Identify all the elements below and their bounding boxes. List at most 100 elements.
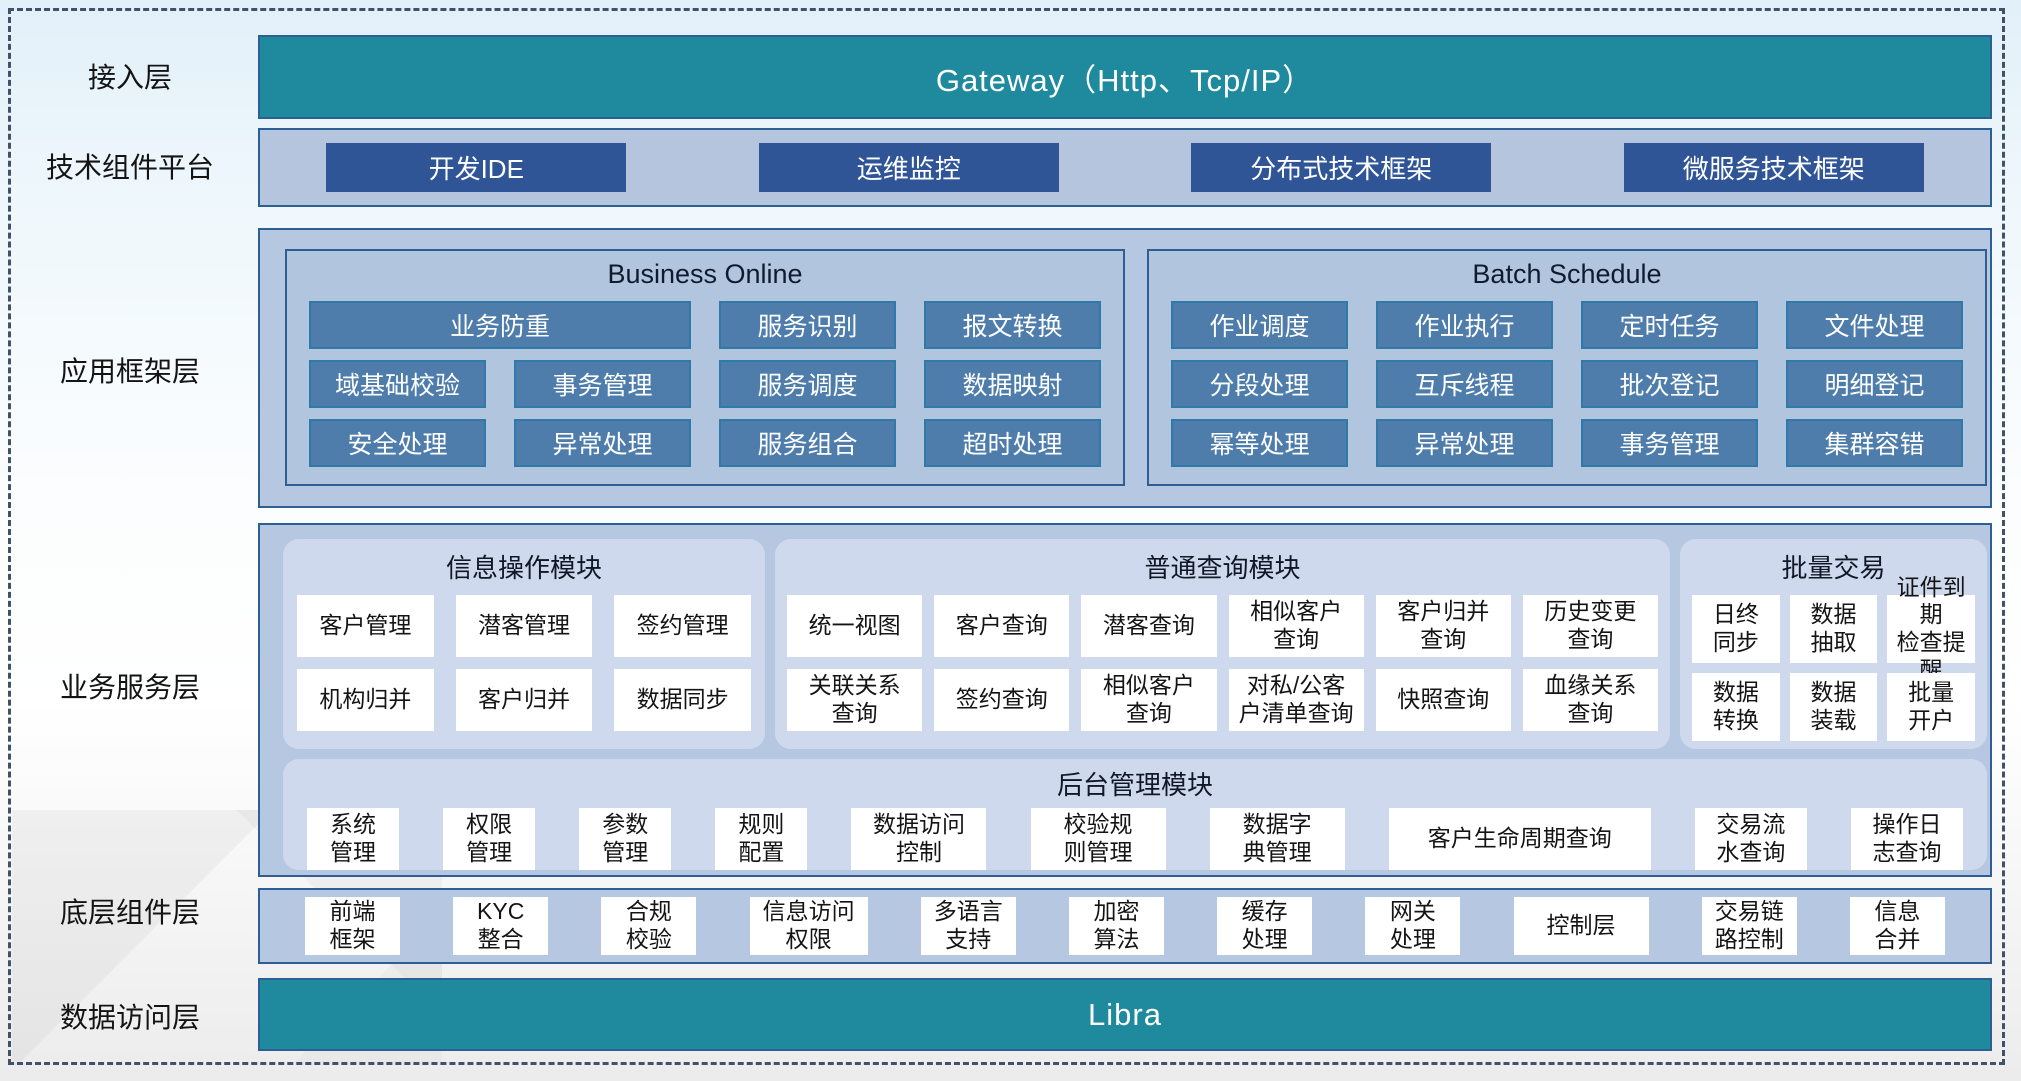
business-online-chip: 异常处理 <box>514 419 691 467</box>
admin-chip: 数据字 典管理 <box>1209 808 1345 870</box>
business-online-title: Business Online <box>607 259 803 289</box>
tech-platform-button: 运维监控 <box>758 143 1059 192</box>
common-query-module: 普通查询模块 统一视图客户查询潜客查询相似客户 查询客户归并 查询历史变更 查询… <box>775 539 1670 749</box>
business-online-grid: 业务防重服务识别报文转换域基础校验事务管理服务调度数据映射安全处理异常处理服务组… <box>287 299 1123 467</box>
common-query-chip: 潜客查询 <box>1081 595 1217 657</box>
common-query-chip: 签约查询 <box>934 669 1070 731</box>
business-online-chip: 域基础校验 <box>309 360 486 408</box>
common-query-chip: 相似客户 查询 <box>1228 595 1364 657</box>
admin-chip: 参数 管理 <box>579 808 672 870</box>
common-query-chip: 历史变更 查询 <box>1522 595 1658 657</box>
common-query-chip: 对私/公客 户清单查询 <box>1228 669 1364 731</box>
base-component-chip: 加密 算法 <box>1068 897 1164 955</box>
admin-title: 后台管理模块 <box>1056 770 1213 800</box>
admin-chip: 数据访问 控制 <box>851 808 987 870</box>
batch-trade-chip: 证件到期 检查提醒 <box>1887 574 1975 683</box>
admin-chip: 交易流 水查询 <box>1694 808 1807 870</box>
base-component-chip: 交易链 路控制 <box>1701 897 1797 955</box>
business-online-chip: 数据映射 <box>924 360 1101 408</box>
business-online-chip: 事务管理 <box>514 360 691 408</box>
info-ops-chip: 数据同步 <box>614 669 751 731</box>
info-ops-chip: 客户归并 <box>455 669 593 731</box>
admin-chip: 操作日 志查询 <box>1850 808 1963 870</box>
common-query-title: 普通查询模块 <box>1144 553 1301 583</box>
batch-schedule-chip: 事务管理 <box>1581 419 1758 467</box>
info-ops-chip: 机构归并 <box>297 669 434 731</box>
batch-trade-title: 批量交易 <box>1781 553 1886 583</box>
common-query-grid: 统一视图客户查询潜客查询相似客户 查询客户归并 查询历史变更 查询关联关系 查询… <box>775 591 1670 731</box>
admin-chip: 客户生命周期查询 <box>1388 808 1651 870</box>
batch-schedule-chip: 幂等处理 <box>1171 419 1348 467</box>
tech-platform-button: 分布式技术框架 <box>1191 143 1492 192</box>
gateway-label: Gateway（Http、Tcp/IP） <box>935 62 1315 98</box>
admin-chip: 规则 配置 <box>715 808 808 870</box>
info-ops-title: 信息操作模块 <box>445 553 602 583</box>
libra-label: Libra <box>1088 996 1162 1032</box>
batch-schedule-title: Batch Schedule <box>1472 259 1662 289</box>
base-component-chip: 信息 合并 <box>1849 897 1945 955</box>
batch-schedule-chip: 批次登记 <box>1581 360 1758 408</box>
base-component-chip: KYC 整合 <box>453 897 549 955</box>
info-ops-chip: 潜客管理 <box>455 595 593 657</box>
admin-chip: 系统 管理 <box>307 808 399 870</box>
common-query-chip: 快照查询 <box>1375 669 1511 731</box>
tech-platform-button: 开发IDE <box>326 143 627 192</box>
info-ops-grid: 客户管理潜客管理签约管理机构归并客户归并数据同步 <box>283 591 765 731</box>
batch-schedule-chip: 文件处理 <box>1786 301 1963 349</box>
business-online-chip: 业务防重 <box>309 301 691 349</box>
layer-label-biz-service: 业务服务层 <box>59 672 200 703</box>
common-query-chip: 统一视图 <box>787 595 923 657</box>
business-online-chip: 服务识别 <box>719 301 896 349</box>
base-component-chip: 网关 处理 <box>1365 897 1461 955</box>
batch-schedule-chip: 定时任务 <box>1581 301 1758 349</box>
common-query-chip: 血缘关系 查询 <box>1522 669 1658 731</box>
layer-label-app-framework: 应用框架层 <box>59 356 200 387</box>
business-online-chip: 服务调度 <box>719 360 896 408</box>
libra-bar: Libra <box>258 978 1992 1051</box>
tech-platform-row: 开发IDE 运维监控 分布式技术框架 微服务技术框架 <box>258 128 1992 207</box>
layer-label-access: 接入层 <box>87 62 172 93</box>
base-component-chip: 信息访问 权限 <box>749 897 868 955</box>
batch-trade-chip: 批量 开户 <box>1887 673 1975 741</box>
info-ops-module: 信息操作模块 客户管理潜客管理签约管理机构归并客户归并数据同步 <box>283 539 765 749</box>
common-query-chip: 客户归并 查询 <box>1375 595 1511 657</box>
business-service-band: 信息操作模块 客户管理潜客管理签约管理机构归并客户归并数据同步 普通查询模块 统… <box>258 523 1992 877</box>
batch-trade-chip: 数据 抽取 <box>1789 595 1878 663</box>
admin-chip-row: 系统 管理权限 管理参数 管理规则 配置数据访问 控制校验规 则管理数据字 典管… <box>283 808 1987 870</box>
batch-schedule-panel: Batch Schedule 作业调度作业执行定时任务文件处理分段处理互斥线程批… <box>1147 249 1987 486</box>
batch-trade-chip: 数据 装载 <box>1789 673 1878 741</box>
common-query-chip: 关联关系 查询 <box>787 669 923 731</box>
batch-schedule-chip: 作业执行 <box>1376 301 1553 349</box>
batch-schedule-chip: 作业调度 <box>1171 301 1348 349</box>
base-component-chip: 多语言 支持 <box>920 897 1016 955</box>
batch-trade-chip: 数据 转换 <box>1692 673 1780 741</box>
batch-schedule-chip: 明细登记 <box>1786 360 1963 408</box>
admin-module: 后台管理模块 系统 管理权限 管理参数 管理规则 配置数据访问 控制校验规 则管… <box>283 759 1987 870</box>
batch-schedule-chip: 互斥线程 <box>1376 360 1553 408</box>
base-components-band: 前端 框架 KYC 整合合规 校验信息访问 权限多语言 支持加密 算法缓存 处理网… <box>258 888 1992 964</box>
admin-chip: 校验规 则管理 <box>1030 808 1166 870</box>
batch-schedule-chip: 集群容错 <box>1786 419 1963 467</box>
info-ops-chip: 客户管理 <box>297 595 434 657</box>
layer-label-data-access: 数据访问层 <box>59 1002 200 1033</box>
business-online-chip: 服务组合 <box>719 419 896 467</box>
base-component-chip: 控制层 <box>1513 897 1649 955</box>
base-component-chip: 前端 框架 <box>305 897 400 955</box>
layer-label-tech-platform: 技术组件平台 <box>45 152 214 183</box>
base-component-chip: 缓存 处理 <box>1217 897 1313 955</box>
info-ops-chip: 签约管理 <box>614 595 751 657</box>
business-online-chip: 报文转换 <box>924 301 1101 349</box>
business-online-chip: 安全处理 <box>309 419 486 467</box>
layer-label-base-components: 底层组件层 <box>59 897 200 928</box>
tech-platform-button: 微服务技术框架 <box>1623 143 1924 192</box>
batch-schedule-chip: 异常处理 <box>1376 419 1553 467</box>
admin-chip: 权限 管理 <box>443 808 536 870</box>
base-component-chip: 合规 校验 <box>601 897 697 955</box>
batch-trade-grid: 日终 同步数据 抽取证件到期 检查提醒数据 转换数据 装载批量 开户 <box>1680 574 1987 741</box>
business-online-panel: Business Online 业务防重服务识别报文转换域基础校验事务管理服务调… <box>285 249 1125 486</box>
gateway-bar: Gateway（Http、Tcp/IP） <box>258 35 1992 119</box>
batch-trade-chip: 日终 同步 <box>1692 595 1780 663</box>
batch-trade-module: 批量交易 日终 同步数据 抽取证件到期 检查提醒数据 转换数据 装载批量 开户 <box>1680 539 1987 749</box>
common-query-chip: 相似客户 查询 <box>1081 669 1217 731</box>
